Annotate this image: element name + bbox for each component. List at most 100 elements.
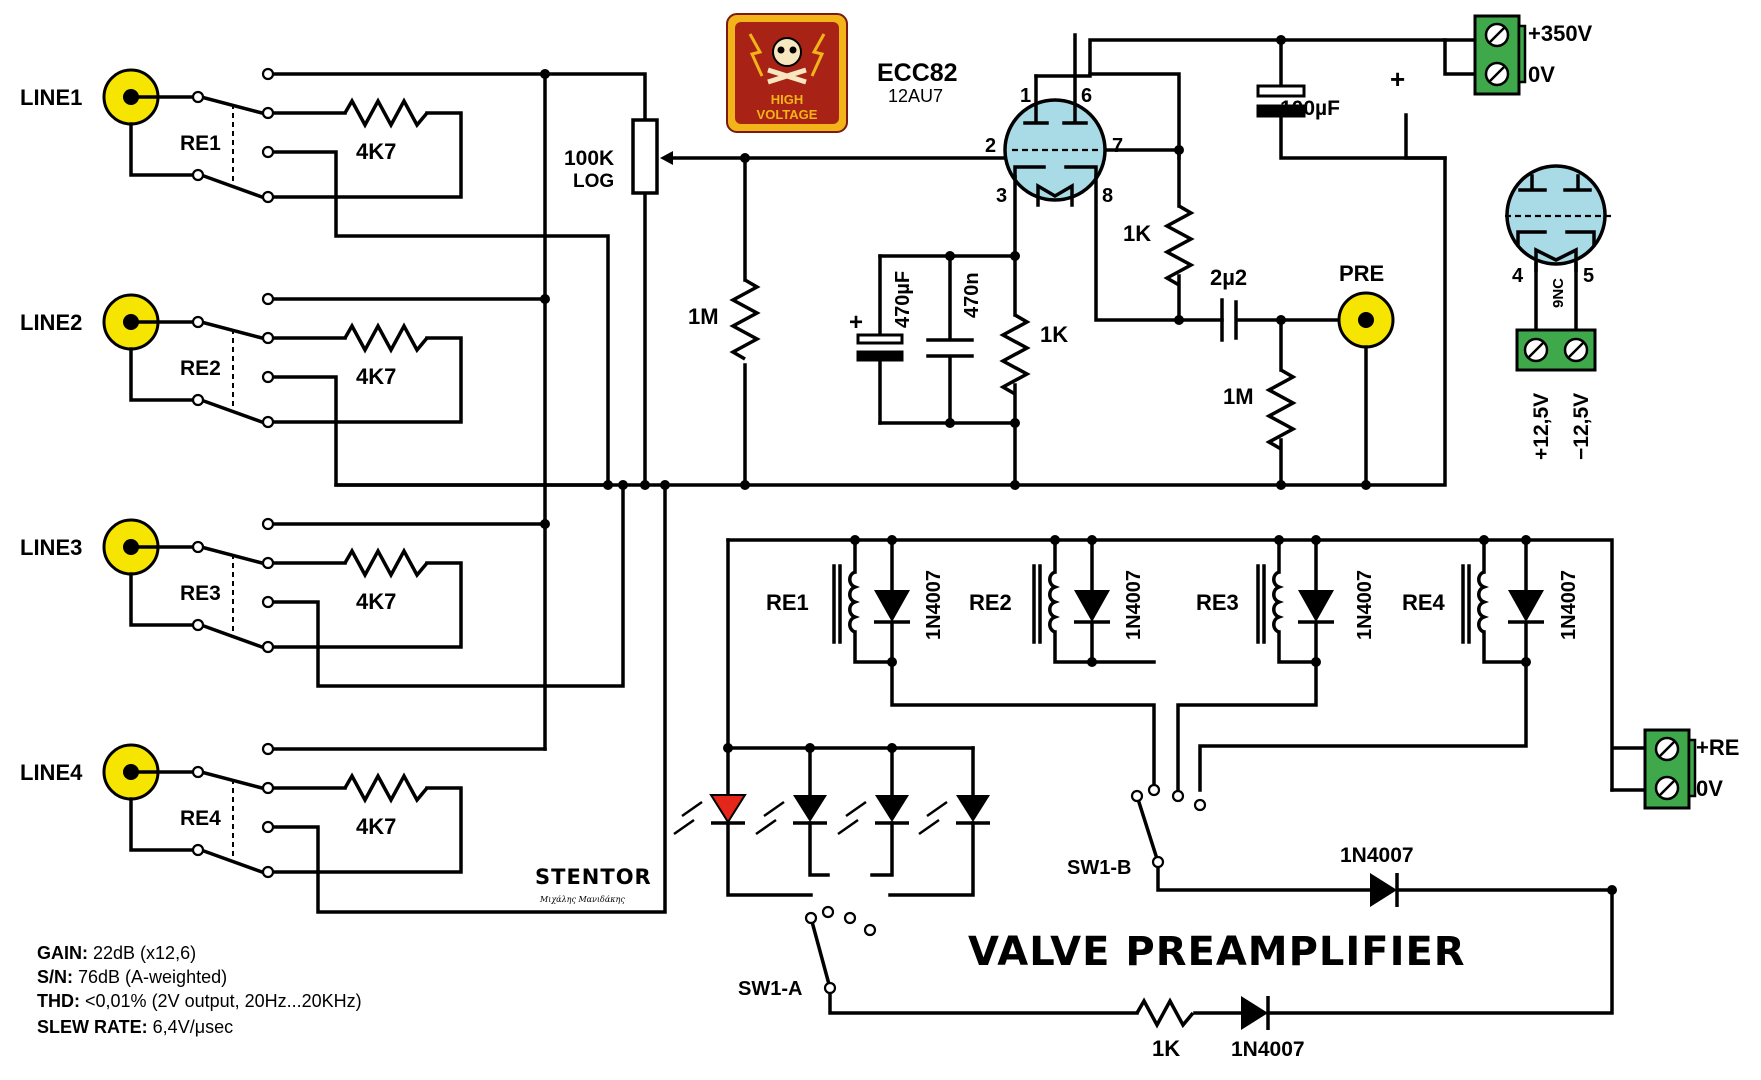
relay-coil-re3: RE3 1N4007 xyxy=(1176,535,1376,792)
resistor-value: 1K xyxy=(1152,1036,1180,1061)
svg-text:SLEW RATE: 6,4V/μsec: SLEW RATE: 6,4V/μsec xyxy=(37,1017,233,1037)
capacitor-icon xyxy=(856,333,904,345)
resistor-icon xyxy=(343,322,429,354)
diode-label: 1N4007 xyxy=(1354,570,1376,640)
relay-label: RE3 xyxy=(180,582,221,605)
spec-key: SLEW RATE: xyxy=(37,1017,148,1037)
tube-type: ECC82 xyxy=(877,59,958,87)
diode-label: 1N4007 xyxy=(1558,570,1580,640)
input-channel-1: LINE1 RE1 4K7 xyxy=(20,68,610,483)
resistor-icon xyxy=(343,97,429,129)
input-channel-4: LINE4 RE4 4K7 xyxy=(20,483,667,914)
relay-label: RE3 xyxy=(1196,590,1239,615)
pin-number: 1 xyxy=(1020,85,1031,107)
pin-number: 2 xyxy=(985,135,996,157)
pin-number: 8 xyxy=(1102,185,1113,207)
terminal-label: +350V xyxy=(1528,21,1593,46)
resistor-value: 4K7 xyxy=(356,364,396,389)
diode-icon xyxy=(1074,590,1110,622)
relay-label: RE2 xyxy=(969,590,1012,615)
potentiometer-icon xyxy=(631,118,659,195)
switch-sw1a: SW1-A 1K 1N4007 xyxy=(738,888,1614,1061)
pin-number: 7 xyxy=(1112,135,1123,157)
pot-taper: LOG xyxy=(573,171,614,192)
terminal-label: 0V xyxy=(1696,776,1723,801)
svg-text:S/N: 76dB (A-weighted): S/N: 76dB (A-weighted) xyxy=(37,967,227,987)
pin-number: 3 xyxy=(996,185,1007,207)
resistor-icon xyxy=(343,772,429,804)
pin-note: 9NC xyxy=(1550,278,1567,308)
capacitor-icon xyxy=(1256,84,1306,98)
switch-label: SW1-B xyxy=(1067,857,1131,879)
capacitor-value: 100µF xyxy=(1280,97,1340,120)
switch-label: SW1-A xyxy=(738,978,802,1000)
brand-name: STENTOR xyxy=(535,865,652,889)
spec-key: S/N: xyxy=(37,967,73,987)
specifications: GAIN: 22dB (x12,6) S/N: 76dB (A-weighted… xyxy=(37,943,362,1037)
relay-coil-icon xyxy=(1477,570,1490,634)
relay-driver: RE1 1N4007 RE2 1N4007 RE3 1N4007 xyxy=(673,535,1739,1061)
resistor-value: 1M xyxy=(688,304,719,329)
relay-supply: +RE 0V xyxy=(1610,728,1739,810)
cathode-network: + 470µF 470n 1K xyxy=(849,175,1068,487)
relay-label: RE1 xyxy=(180,132,221,155)
pin-number: 6 xyxy=(1081,85,1092,107)
resistor-icon xyxy=(1265,368,1297,451)
resistor-value: 4K7 xyxy=(356,814,396,839)
heater-section: 4 5 9NC +12,5V −12,5V xyxy=(1505,164,1611,460)
spec-value: 76dB (A-weighted) xyxy=(78,967,227,987)
diode-icon xyxy=(1370,873,1397,907)
pin-number: 5 xyxy=(1583,265,1594,287)
capacitor-value: 470µF xyxy=(892,271,914,328)
relay-coil-icon xyxy=(848,570,861,634)
diode-icon xyxy=(1508,590,1544,622)
line-label: LINE4 xyxy=(20,760,83,785)
plate-network: 1K 2µ2 1M PRE xyxy=(1088,72,1395,487)
spec-value: 6,4V/μsec xyxy=(153,1017,233,1037)
warning-text: VOLTAGE xyxy=(757,107,818,122)
terminal-label: 0V xyxy=(1528,62,1555,87)
line-label: LINE1 xyxy=(20,85,82,110)
led-icon xyxy=(709,794,747,824)
volume-section: 100K LOG xyxy=(540,69,747,751)
led-indicators xyxy=(673,746,990,897)
spec-key: GAIN: xyxy=(37,943,88,963)
resistor-value: 1M xyxy=(1223,384,1254,409)
spec-value: <0,01% (2V output, 20Hz...20KHz) xyxy=(85,991,362,1011)
warning-text: HIGH xyxy=(771,92,804,107)
resistor-icon xyxy=(729,278,761,361)
output-label: PRE xyxy=(1339,261,1384,286)
terminal-label: +12,5V xyxy=(1530,393,1553,460)
resistor-icon xyxy=(1163,204,1195,287)
cap-polarity: + xyxy=(849,309,863,336)
led-icon xyxy=(956,795,990,822)
svg-text:THD: <0,01% (2V output, 20Hz..: THD: <0,01% (2V output, 20Hz...20KHz) xyxy=(37,991,362,1011)
cap-polarity: + xyxy=(1390,64,1405,94)
svg-text:GAIN: 22dB (x12,6): GAIN: 22dB (x12,6) xyxy=(37,943,196,963)
line-label: LINE2 xyxy=(20,310,82,335)
diagram-title: VALVE PREAMPLIFIER xyxy=(968,929,1466,975)
capacitor-value: 2µ2 xyxy=(1210,265,1247,290)
line-label: LINE3 xyxy=(20,535,82,560)
relay-coil-icon xyxy=(1272,570,1285,634)
diode-label: 1N4007 xyxy=(1340,844,1414,867)
relay-coil-re4: RE4 1N4007 xyxy=(1198,535,1580,792)
led-icon xyxy=(793,795,827,822)
screw-terminal-icon xyxy=(1643,728,1697,810)
grid-resistor: 1M xyxy=(688,153,761,487)
resistor-value: 1K xyxy=(1123,221,1151,246)
relay-coil-re1: RE1 1N4007 xyxy=(766,535,1156,792)
input-channel-3: LINE3 RE3 4K7 xyxy=(20,483,625,688)
relay-label: RE2 xyxy=(180,357,221,380)
resistor-value: 4K7 xyxy=(356,139,396,164)
resistor-icon xyxy=(999,313,1031,396)
skull-warning-icon: HIGH VOLTAGE xyxy=(726,13,848,133)
relay-coil-re2: RE2 1N4007 xyxy=(969,535,1156,667)
triode-tube-icon xyxy=(1003,33,1283,207)
input-channel-2: LINE2 RE2 4K7 xyxy=(20,293,610,487)
capacitor-value: 470n xyxy=(961,272,983,318)
diode-label: 1N4007 xyxy=(923,570,945,640)
relay-label: RE4 xyxy=(180,807,221,830)
hv-supply: + 100µF +350V 0V xyxy=(1256,14,1593,160)
